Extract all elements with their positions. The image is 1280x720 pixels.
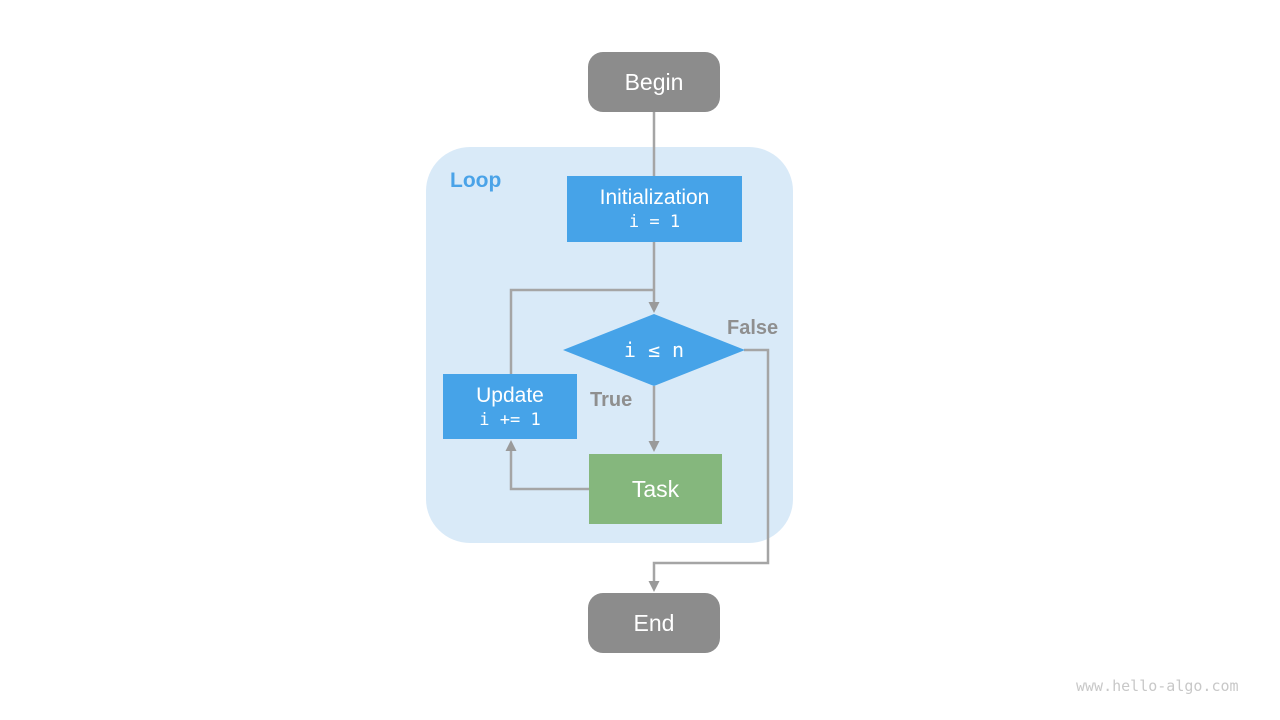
true-edge-label: True (590, 389, 633, 411)
end-node: End (588, 593, 720, 653)
update-label: Update (476, 383, 544, 407)
initialization-code: i = 1 (628, 212, 681, 232)
begin-node: Begin (588, 52, 720, 112)
loop-title: Loop (450, 169, 502, 192)
initialization-label: Initialization (599, 186, 710, 209)
condition-code: i ≤ n (623, 337, 685, 362)
task-node: Task (589, 454, 722, 524)
initialization-node: Initialization i = 1 (567, 176, 742, 242)
arrowhead-end (648, 581, 660, 592)
false-edge-label: False (727, 317, 779, 339)
begin-label: Begin (624, 69, 684, 95)
end-label: End (633, 610, 675, 636)
update-code: i += 1 (479, 409, 541, 430)
task-label: Task (631, 476, 680, 502)
update-node: Update i += 1 (443, 374, 577, 439)
watermark-text: www.hello-algo.com (1076, 677, 1239, 695)
